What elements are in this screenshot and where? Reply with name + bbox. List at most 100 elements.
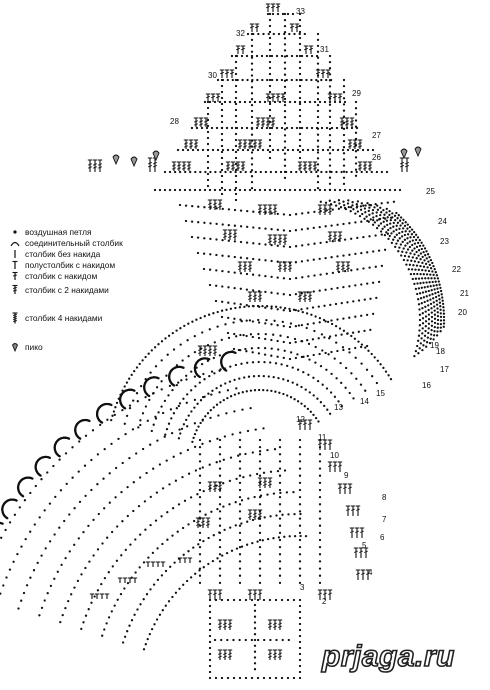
chain-stitch-mark: [320, 333, 324, 336]
chain-stitch-mark: [369, 328, 372, 332]
chain-stitch-mark: [227, 286, 230, 289]
chain-stitch-mark: [278, 517, 282, 520]
chain-stitch-mark: [343, 188, 347, 192]
chain-stitch-mark: [383, 225, 386, 228]
chain-stitch-mark: [220, 338, 223, 342]
chain-stitch-mark: [283, 97, 287, 101]
chain-stitch-mark: [295, 170, 298, 174]
chain-stitch-mark: [254, 170, 257, 174]
chain-stitch-mark: [250, 115, 254, 119]
chain-stitch-mark: [222, 505, 225, 508]
chain-stitch-mark: [132, 399, 135, 402]
chain-stitch-mark: [155, 491, 159, 494]
chain-stitch-mark: [268, 102, 272, 106]
chain-stitch-mark: [281, 513, 284, 516]
chain-stitch-mark: [191, 204, 194, 208]
chain-stitch-mark: [137, 426, 140, 429]
row-number-label: 19: [430, 341, 439, 350]
double-crochet-mark: [347, 139, 353, 149]
chain-stitch-mark: [220, 638, 223, 642]
chain-stitch-mark: [240, 126, 244, 130]
chain-stitch-mark: [364, 346, 367, 349]
chain-stitch-mark: [206, 166, 210, 170]
chain-stitch-mark: [383, 233, 387, 237]
chain-stitch-mark: [436, 330, 439, 333]
chain-stitch-mark: [407, 255, 411, 258]
chain-stitch-mark: [209, 253, 212, 256]
double-crochet-mark: [349, 117, 355, 127]
chain-stitch-mark: [307, 275, 310, 278]
chain-stitch-mark: [316, 145, 320, 148]
row-number-label: 11: [318, 433, 327, 442]
chain-stitch-mark: [420, 247, 423, 251]
chain-stitch-mark: [25, 584, 29, 587]
chain-stitch-mark: [286, 335, 289, 339]
chain-stitch-mark: [178, 203, 182, 207]
chain-stitch-mark: [282, 309, 285, 312]
chain-stitch-mark: [199, 399, 203, 402]
chain-stitch-mark: [198, 581, 202, 585]
chain-stitch-mark: [435, 303, 439, 306]
chain-stitch-mark: [253, 627, 257, 630]
chain-stitch-mark: [201, 442, 204, 446]
chain-stitch-mark: [173, 561, 176, 564]
chain-stitch-mark: [188, 188, 192, 192]
chain-stitch-mark: [356, 148, 360, 152]
chain-stitch-mark: [185, 374, 188, 377]
chain-stitch-mark: [270, 347, 273, 350]
chain-stitch-mark: [439, 315, 443, 319]
double-crochet-mark: [337, 231, 343, 242]
chain-stitch-mark: [298, 32, 301, 36]
chain-stitch-mark: [238, 581, 242, 585]
chain-stitch-mark: [382, 220, 385, 223]
chain-stitch-mark: [434, 280, 437, 283]
chain-stitch-mark: [415, 250, 418, 254]
chain-stitch-mark: [133, 389, 136, 392]
chain-stitch-mark: [70, 593, 73, 596]
chain-stitch-mark: [259, 170, 262, 174]
chain-stitch-mark: [404, 221, 407, 224]
chain-stitch-mark: [141, 359, 144, 362]
chain-stitch-mark: [185, 579, 189, 583]
chain-stitch-mark: [186, 148, 190, 152]
chain-stitch-mark: [272, 333, 275, 336]
chain-stitch-mark: [234, 306, 237, 310]
chain-stitch-mark: [228, 100, 232, 104]
chain-stitch-mark: [187, 355, 190, 358]
double-crochet-mark: [267, 204, 273, 215]
chain-stitch-mark: [335, 170, 338, 174]
chain-stitch-mark: [319, 241, 322, 245]
chain-stitch-mark: [187, 523, 190, 526]
double-crochet-mark: [207, 589, 213, 600]
chain-stitch-mark: [258, 450, 262, 453]
chain-stitch-mark: [425, 281, 428, 284]
chain-stitch-mark: [113, 413, 116, 417]
chain-stitch-mark: [289, 351, 293, 354]
chain-stitch-mark: [208, 100, 212, 104]
chain-stitch-mark: [334, 204, 338, 207]
chain-stitch-mark: [316, 169, 320, 172]
chain-stitch-mark: [318, 467, 322, 470]
chain-stitch-mark: [29, 491, 32, 495]
chain-stitch-mark: [263, 188, 267, 192]
chain-stitch-mark: [391, 216, 394, 219]
chain-stitch-mark: [331, 208, 334, 211]
chain-stitch-mark: [386, 201, 389, 204]
chain-stitch-mark: [338, 202, 341, 205]
chain-stitch-mark: [202, 267, 206, 271]
chain-stitch-mark: [366, 251, 369, 254]
chain-stitch-mark: [346, 332, 349, 335]
chain-stitch-mark: [258, 460, 262, 463]
chain-stitch-mark: [346, 202, 350, 205]
chain-stitch-mark: [283, 128, 287, 131]
chain-stitch-mark: [220, 180, 224, 184]
chain-stitch-mark: [84, 434, 88, 437]
chain-stitch-mark: [436, 277, 440, 280]
chain-stitch-mark: [195, 318, 198, 321]
chain-stitch-mark: [220, 138, 224, 142]
chain-stitch-mark: [128, 377, 131, 380]
chain-stitch-mark: [281, 320, 284, 324]
chain-stitch-mark: [413, 260, 417, 263]
chain-stitch-mark: [316, 133, 320, 136]
double-crochet-mark: [257, 477, 263, 488]
